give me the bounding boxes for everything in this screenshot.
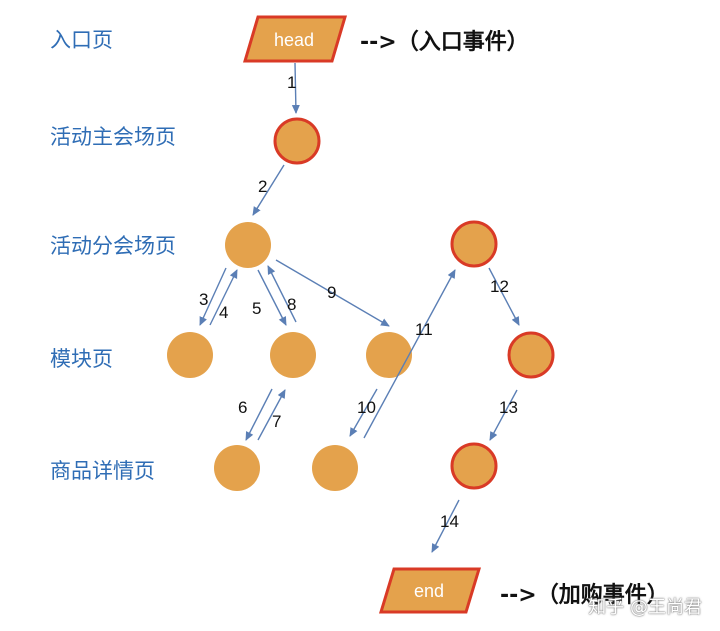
level-label-entry: 入口页: [50, 28, 113, 52]
end-node-label: end: [414, 581, 444, 601]
edge-4-arrow: [209, 269, 238, 326]
edge-label-13: 13: [499, 398, 518, 417]
head-node-label: head: [274, 30, 314, 50]
head-node: [242, 15, 348, 63]
edge-label-6: 6: [238, 398, 247, 417]
edge-5-arrow: [257, 269, 287, 326]
edge-9-arrow: [275, 259, 390, 327]
edge-label-11: 11: [415, 320, 433, 339]
level-label-sub-venue: 活动分会场页: [50, 234, 176, 258]
edge-6-arrow: [245, 388, 273, 441]
node-product-2: [312, 445, 358, 491]
edge-14-arrow: [431, 499, 460, 553]
edge-7-arrow: [257, 389, 286, 441]
node-product-1: [214, 445, 260, 491]
level-label-main-venue: 活动主会场页: [50, 125, 176, 149]
edge-11-arrow: [363, 269, 456, 439]
node-main-venue: [273, 117, 321, 165]
level-label-module: 模块页: [50, 347, 113, 371]
edge-label-12: 12: [490, 277, 509, 296]
head-annotation: -->（入口事件）: [360, 30, 529, 55]
level-label-product-detail: 商品详情页: [50, 459, 155, 483]
edge-1-arrow: [291, 62, 300, 114]
node-module-3: [366, 332, 412, 378]
edge-label-2: 2: [258, 177, 267, 196]
edge-label-1: 1: [287, 73, 296, 92]
node-module-2: [270, 332, 316, 378]
edge-label-9: 9: [327, 283, 336, 302]
edge-8-arrow: [267, 265, 297, 323]
edge-10-arrow: [349, 388, 378, 437]
node-product-3: [450, 442, 498, 490]
edge-label-5: 5: [252, 299, 261, 318]
edge-12-arrow: [488, 267, 520, 326]
edge-13-arrow: [489, 389, 518, 441]
node-module-1: [167, 332, 213, 378]
edge-3-arrow: [199, 267, 227, 326]
edge-label-8: 8: [287, 295, 296, 314]
edge-label-14: 14: [440, 512, 459, 531]
edge-2-arrow: [252, 164, 285, 216]
node-sub-venue-2: [450, 220, 498, 268]
watermark: 知乎 @王尚君: [588, 597, 702, 618]
end-node: [378, 567, 482, 614]
node-sub-venue-1: [225, 222, 271, 268]
node-module-4: [507, 331, 555, 379]
edge-label-7: 7: [272, 412, 281, 431]
edge-label-4: 4: [219, 303, 228, 322]
edge-label-3: 3: [199, 290, 208, 309]
edge-label-10: 10: [357, 398, 376, 417]
end-annotation: -->（加购事件）: [500, 583, 669, 608]
